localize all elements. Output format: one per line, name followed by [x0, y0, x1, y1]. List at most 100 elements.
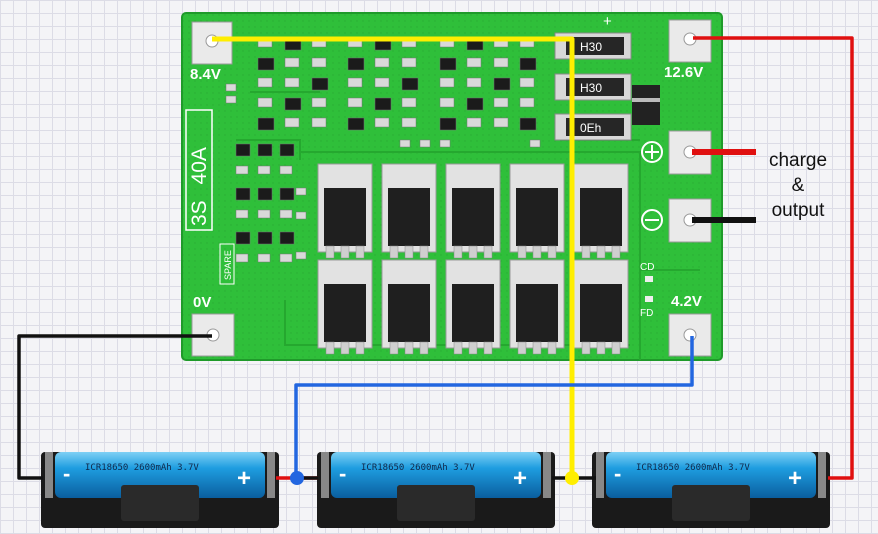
smd-part — [235, 253, 249, 263]
smd-part — [279, 165, 293, 175]
diode — [632, 85, 660, 125]
pad-label-8v4: 8.4V — [190, 66, 221, 83]
smd-part — [493, 57, 509, 68]
smd-part — [284, 77, 300, 88]
smd-part — [347, 57, 365, 71]
mosfet-pin — [532, 341, 542, 355]
smd-part — [466, 97, 484, 111]
smd-part — [284, 117, 300, 128]
smd-part — [439, 57, 457, 71]
mosfet-pin — [596, 341, 606, 355]
smd-part — [401, 57, 417, 68]
fd-led — [645, 296, 653, 302]
mosfet-pin — [419, 341, 429, 355]
battery-spring — [818, 452, 826, 498]
smd-part — [439, 77, 455, 88]
smd-part — [466, 77, 482, 88]
pad-label-0v: 0V — [193, 294, 211, 311]
mosfet-pin — [325, 245, 335, 259]
svg-text:H30: H30 — [580, 81, 602, 95]
mosfet-pin — [468, 245, 478, 259]
smd-part — [439, 97, 455, 108]
battery-cell — [606, 452, 816, 498]
junction-yellow — [565, 471, 579, 485]
battery-1: ICR18650 2600mAh 3.7V-+ — [41, 452, 279, 528]
smd-part — [466, 117, 482, 128]
smd-part — [493, 97, 509, 108]
battery-spring — [45, 452, 53, 498]
smd-part — [519, 117, 537, 131]
smd-part — [399, 139, 411, 148]
smd-part — [225, 95, 237, 104]
mosfet-pin — [611, 341, 621, 355]
smd-part — [279, 187, 295, 201]
pad-label-4v2: 4.2V — [671, 293, 702, 310]
plus-mark: + — [603, 13, 612, 30]
mosfet — [388, 284, 430, 342]
mosfet-pin — [517, 245, 527, 259]
smd-part — [311, 117, 327, 128]
battery-holder-slot — [121, 485, 199, 521]
smd-part — [347, 117, 365, 131]
mosfet — [388, 188, 430, 246]
mosfet — [452, 188, 494, 246]
battery-cell — [331, 452, 541, 498]
mosfet-pin — [340, 341, 350, 355]
mosfet-pin — [419, 245, 429, 259]
svg-text:CD: CD — [640, 262, 654, 273]
battery-minus: - — [614, 461, 621, 486]
smd-part — [279, 209, 293, 219]
shunt-resistor-2: H30 — [554, 73, 632, 101]
junction-blue — [290, 471, 304, 485]
plus-circle-icon — [641, 141, 663, 163]
smd-part — [235, 165, 249, 175]
wires — [17, 36, 854, 480]
battery-label: ICR18650 2600mAh 3.7V — [85, 463, 199, 473]
smd-part — [284, 97, 302, 111]
smd-part — [419, 139, 431, 148]
smd-part — [347, 77, 363, 88]
smd-part — [519, 77, 535, 88]
smd-part — [257, 209, 271, 219]
smd-part — [279, 143, 295, 157]
battery-plus: + — [237, 465, 251, 492]
smd-part — [401, 117, 417, 128]
smd-part — [235, 143, 251, 157]
smd-part — [235, 209, 249, 219]
smd-part — [374, 97, 392, 111]
mosfet-pin — [468, 341, 478, 355]
battery-spring — [321, 452, 329, 498]
mosfet-pin — [453, 341, 463, 355]
mosfet-array — [317, 163, 629, 355]
charge-label-line2: & — [791, 175, 805, 196]
mosfet-pin — [611, 245, 621, 259]
battery-3: ICR18650 2600mAh 3.7V-+ — [592, 452, 830, 528]
mosfet-pin — [355, 341, 365, 355]
smd-part — [401, 77, 419, 91]
smd-part — [439, 139, 451, 148]
mosfet-pin — [389, 341, 399, 355]
mosfet-pin — [355, 245, 365, 259]
smd-part — [279, 231, 295, 245]
smd-part — [257, 57, 275, 71]
smd-part — [235, 231, 251, 245]
battery-pack: ICR18650 2600mAh 3.7V-+ICR18650 2600mAh … — [41, 452, 830, 528]
mosfet — [324, 284, 366, 342]
smd-part — [257, 253, 271, 263]
mosfet-pin — [404, 341, 414, 355]
mosfet-pin — [404, 245, 414, 259]
smd-part — [257, 97, 273, 108]
battery-label: ICR18650 2600mAh 3.7V — [361, 463, 475, 473]
mosfet-pin — [483, 245, 493, 259]
wire-blue-4v2 — [294, 336, 694, 478]
mosfet-pin — [547, 245, 557, 259]
mosfet-pin — [532, 245, 542, 259]
mosfet-pin — [453, 245, 463, 259]
pcb-board: 8.4V 12.6V 0V 4.2V + 3S 40A SPARE — [181, 12, 723, 361]
smd-part — [439, 117, 457, 131]
mosfet — [580, 284, 622, 342]
smd-part — [401, 97, 417, 108]
smd-part — [295, 251, 307, 260]
battery-spring — [596, 452, 604, 498]
